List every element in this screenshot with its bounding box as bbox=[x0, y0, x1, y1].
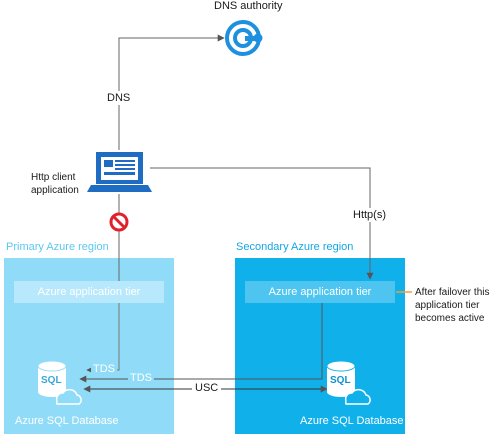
tds-cross-label: TDS bbox=[128, 372, 154, 384]
secondary-sql-badge: SQL bbox=[330, 375, 351, 386]
client-label-line2: application bbox=[31, 185, 79, 196]
client-label: Http client application bbox=[31, 171, 79, 197]
tds-primary-label: TDS bbox=[91, 363, 117, 375]
dns-label: DNS bbox=[105, 91, 133, 105]
primary-tier-label: Azure application tier bbox=[37, 286, 141, 298]
tds-cross-connector bbox=[79, 303, 323, 383]
failover-note-line3: becomes active bbox=[415, 313, 485, 324]
laptop-icon bbox=[87, 152, 152, 192]
dns-connector bbox=[118, 34, 225, 150]
https-label: Http(s) bbox=[351, 208, 388, 222]
tds-primary-connector bbox=[86, 303, 120, 374]
primary-application-tier: Azure application tier bbox=[14, 281, 164, 303]
primary-region-label: Primary Azure region bbox=[6, 241, 109, 253]
primary-sql-database-icon bbox=[37, 360, 82, 405]
failover-note: After failover this application tier bec… bbox=[415, 286, 489, 325]
dns-authority-icon bbox=[225, 20, 263, 56]
failover-note-line2: application tier bbox=[415, 300, 480, 311]
blocked-icon bbox=[109, 212, 129, 232]
client-label-line1: Http client bbox=[31, 172, 76, 183]
secondary-application-tier: Azure application tier bbox=[245, 281, 395, 303]
primary-sql-badge: SQL bbox=[41, 375, 62, 386]
secondary-database-label: Azure SQL Database bbox=[300, 415, 404, 427]
primary-database-label: Azure SQL Database bbox=[15, 415, 119, 427]
failover-note-line1: After failover this bbox=[415, 287, 490, 298]
secondary-tier-label: Azure application tier bbox=[268, 286, 372, 298]
secondary-sql-database-icon bbox=[326, 360, 371, 405]
https-connector bbox=[150, 167, 374, 280]
dns-authority-label: DNS authority bbox=[214, 0, 283, 12]
secondary-region-label: Secondary Azure region bbox=[236, 241, 354, 253]
usc-label: USC bbox=[192, 382, 222, 394]
